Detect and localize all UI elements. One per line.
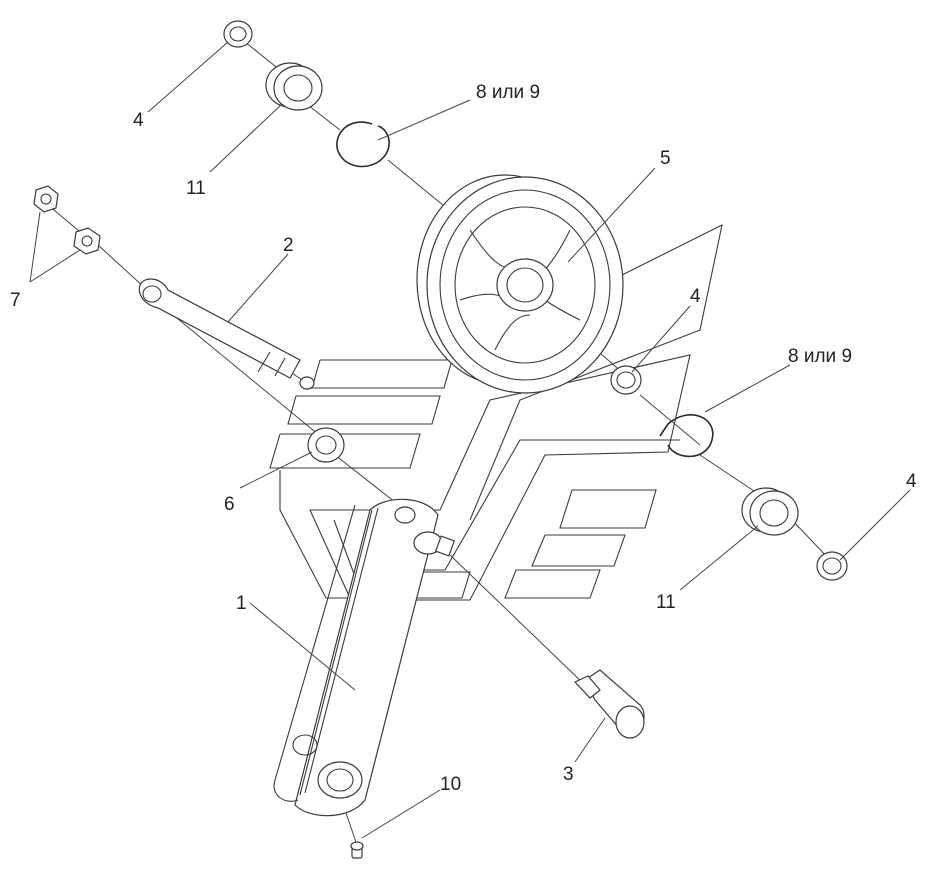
part-4-washer-middle	[610, 365, 642, 395]
label-part-10: 10	[440, 774, 461, 795]
label-part-5: 5	[660, 148, 671, 169]
part-2-link-rod	[138, 278, 315, 390]
label-part-6: 6	[224, 494, 235, 515]
label-part-11-top: 11	[186, 178, 206, 199]
label-part-4-top: 4	[133, 110, 144, 131]
label-part-8-9-top: 8 или 9	[476, 82, 540, 103]
part-11-bearing-top	[265, 62, 323, 111]
part-7-nuts	[33, 185, 101, 255]
assembly-lines	[47, 37, 831, 849]
label-part-8-9-bottom: 8 или 9	[788, 346, 852, 367]
part-4-washer-top-hole	[229, 26, 247, 42]
part-5-pulley	[416, 174, 624, 394]
label-part-11-bottom: 11	[656, 592, 676, 613]
part-4-washer-bottom	[816, 551, 848, 581]
part-1-lever	[273, 498, 456, 817]
part-11-bearing-bottom	[741, 487, 799, 536]
part-3-pin	[573, 669, 645, 739]
label-part-2: 2	[283, 235, 294, 256]
label-part-3: 3	[563, 764, 574, 785]
part-10-grease-fitting	[350, 841, 364, 859]
label-part-4-middle: 4	[690, 286, 701, 307]
part-4-washer-bottom-hole	[822, 557, 842, 575]
part-8-9-retaining-ring-top	[336, 121, 390, 168]
label-part-7: 7	[10, 290, 21, 311]
part-6-bushing	[307, 427, 345, 463]
label-part-4-bottom: 4	[906, 471, 917, 492]
part-4-washer-top	[223, 20, 253, 48]
part-6-bushing-hole	[315, 435, 337, 455]
callout-leaders	[29, 41, 911, 839]
part-8-9-retaining-ring-bottom	[659, 414, 714, 458]
label-part-1: 1	[236, 593, 247, 614]
part-4-washer-middle-hole	[616, 371, 636, 389]
